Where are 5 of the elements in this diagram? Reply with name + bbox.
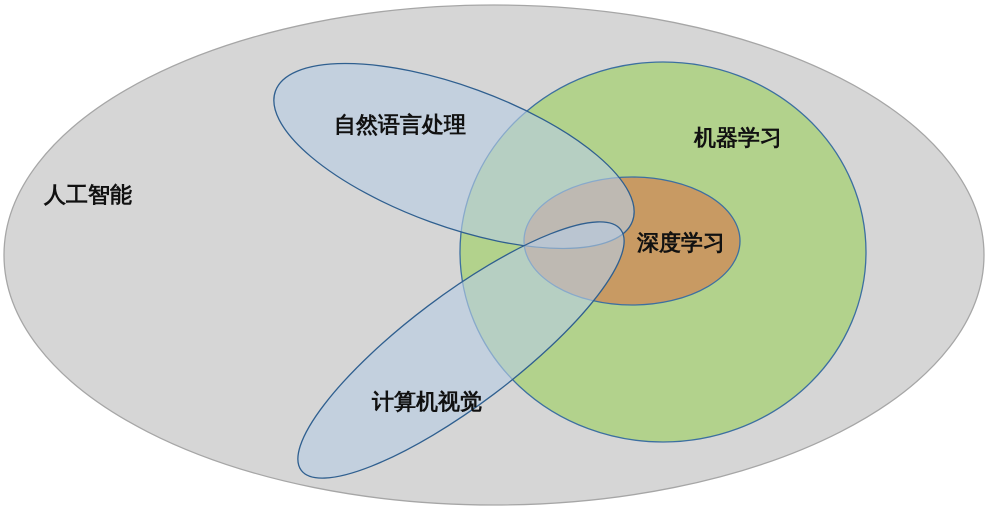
region-label: 人工智能	[44, 181, 132, 210]
region-label: 计算机视觉	[372, 388, 482, 417]
region-label: 自然语言处理	[334, 111, 466, 140]
region-label: 深度学习	[637, 229, 725, 258]
region-label: 机器学习	[694, 124, 782, 153]
